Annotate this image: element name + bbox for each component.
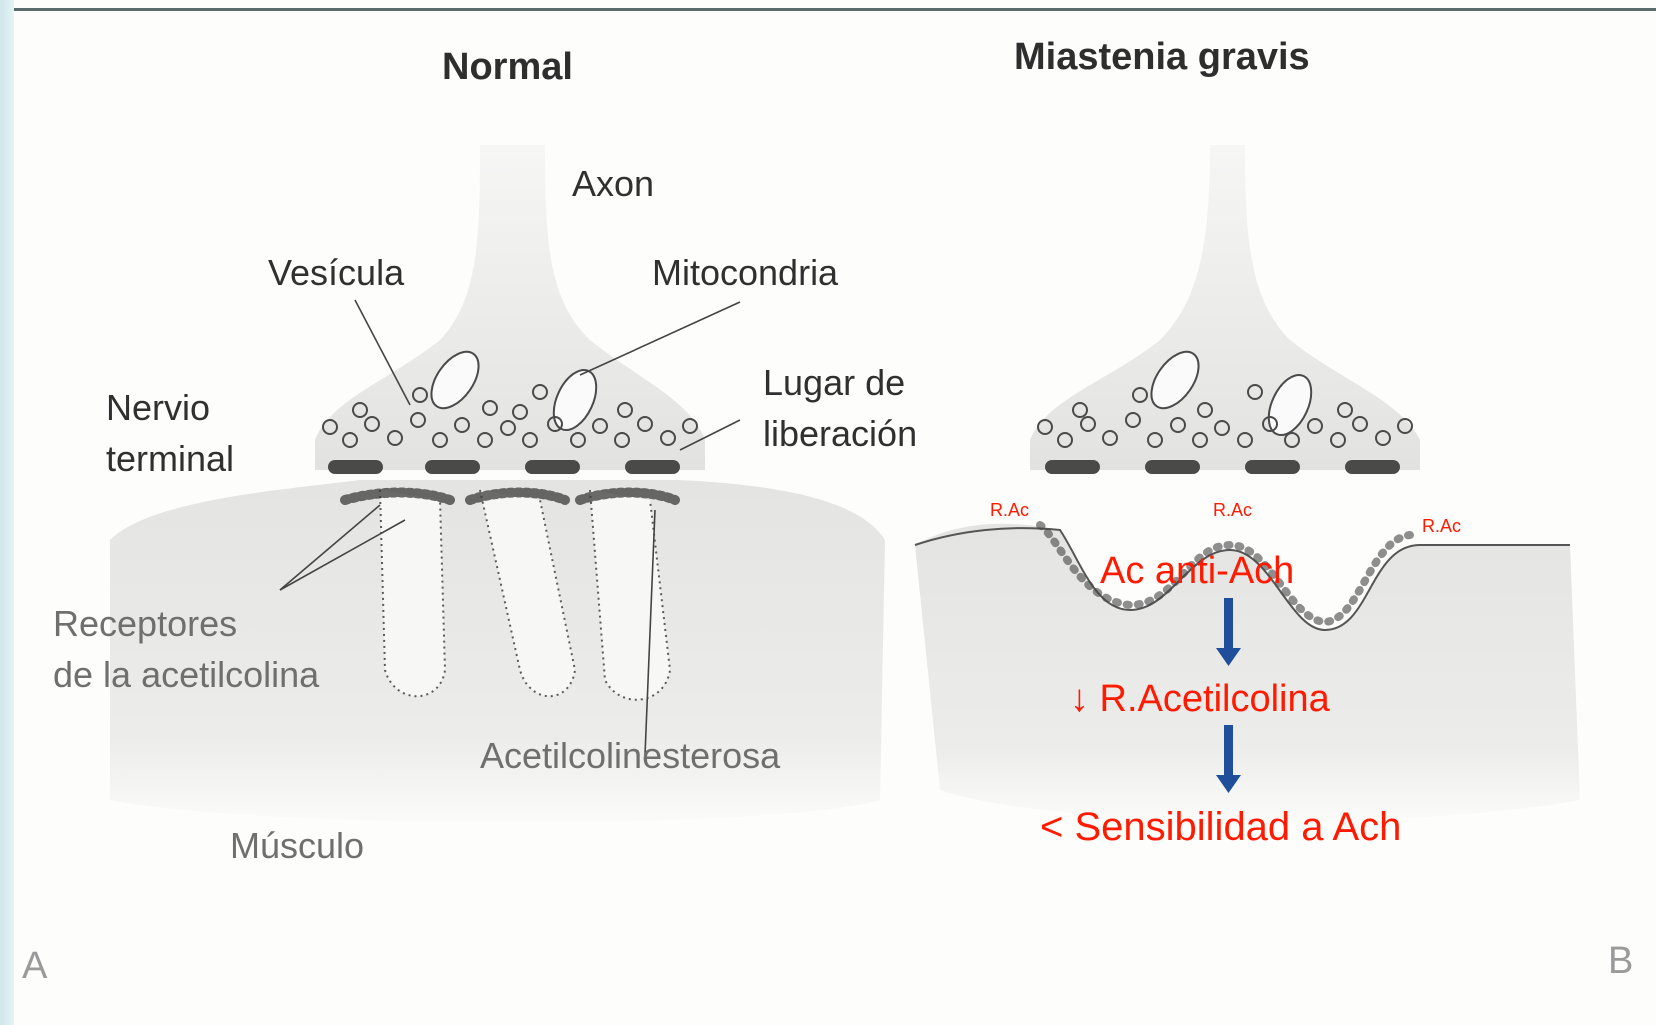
panel-a-illustration [110,145,885,823]
junctional-folds-a [380,490,670,700]
sensitivity-step-label: < Sensibilidad a Ach [1040,805,1401,850]
release-site-label-line1: Lugar de [763,362,905,404]
panel-b-letter: B [1608,940,1633,983]
release-site-label-line2: liberación [763,413,917,455]
receptors-label-line1: Receptores [53,603,237,645]
mitochondria-label: Mitocondria [652,252,838,294]
panel-a-letter: A [22,945,47,988]
receptor-decrease-step-label: ↓ R.Acetilcolina [1070,678,1330,721]
axon-label: Axon [572,163,654,205]
receptor-tag-left: R.Ac [990,500,1029,521]
panel-a-title: Normal [442,46,573,89]
antibody-step-label: Ac anti-Ach [1100,550,1294,593]
receptor-tag-right: R.Ac [1422,516,1461,537]
acetylcholinesterase-label: Acetilcolinesterosa [480,735,780,777]
nerve-terminal-label-line1: Nervio [106,387,210,429]
nerve-terminal-label-line2: terminal [106,438,234,480]
receptor-tag-center: R.Ac [1213,500,1252,521]
panel-b-title: Miastenia gravis [1014,36,1310,79]
receptors-label-line2: de la acetilcolina [53,654,319,696]
muscle-label: Músculo [230,825,364,867]
vesicle-label: Vesícula [268,252,404,294]
